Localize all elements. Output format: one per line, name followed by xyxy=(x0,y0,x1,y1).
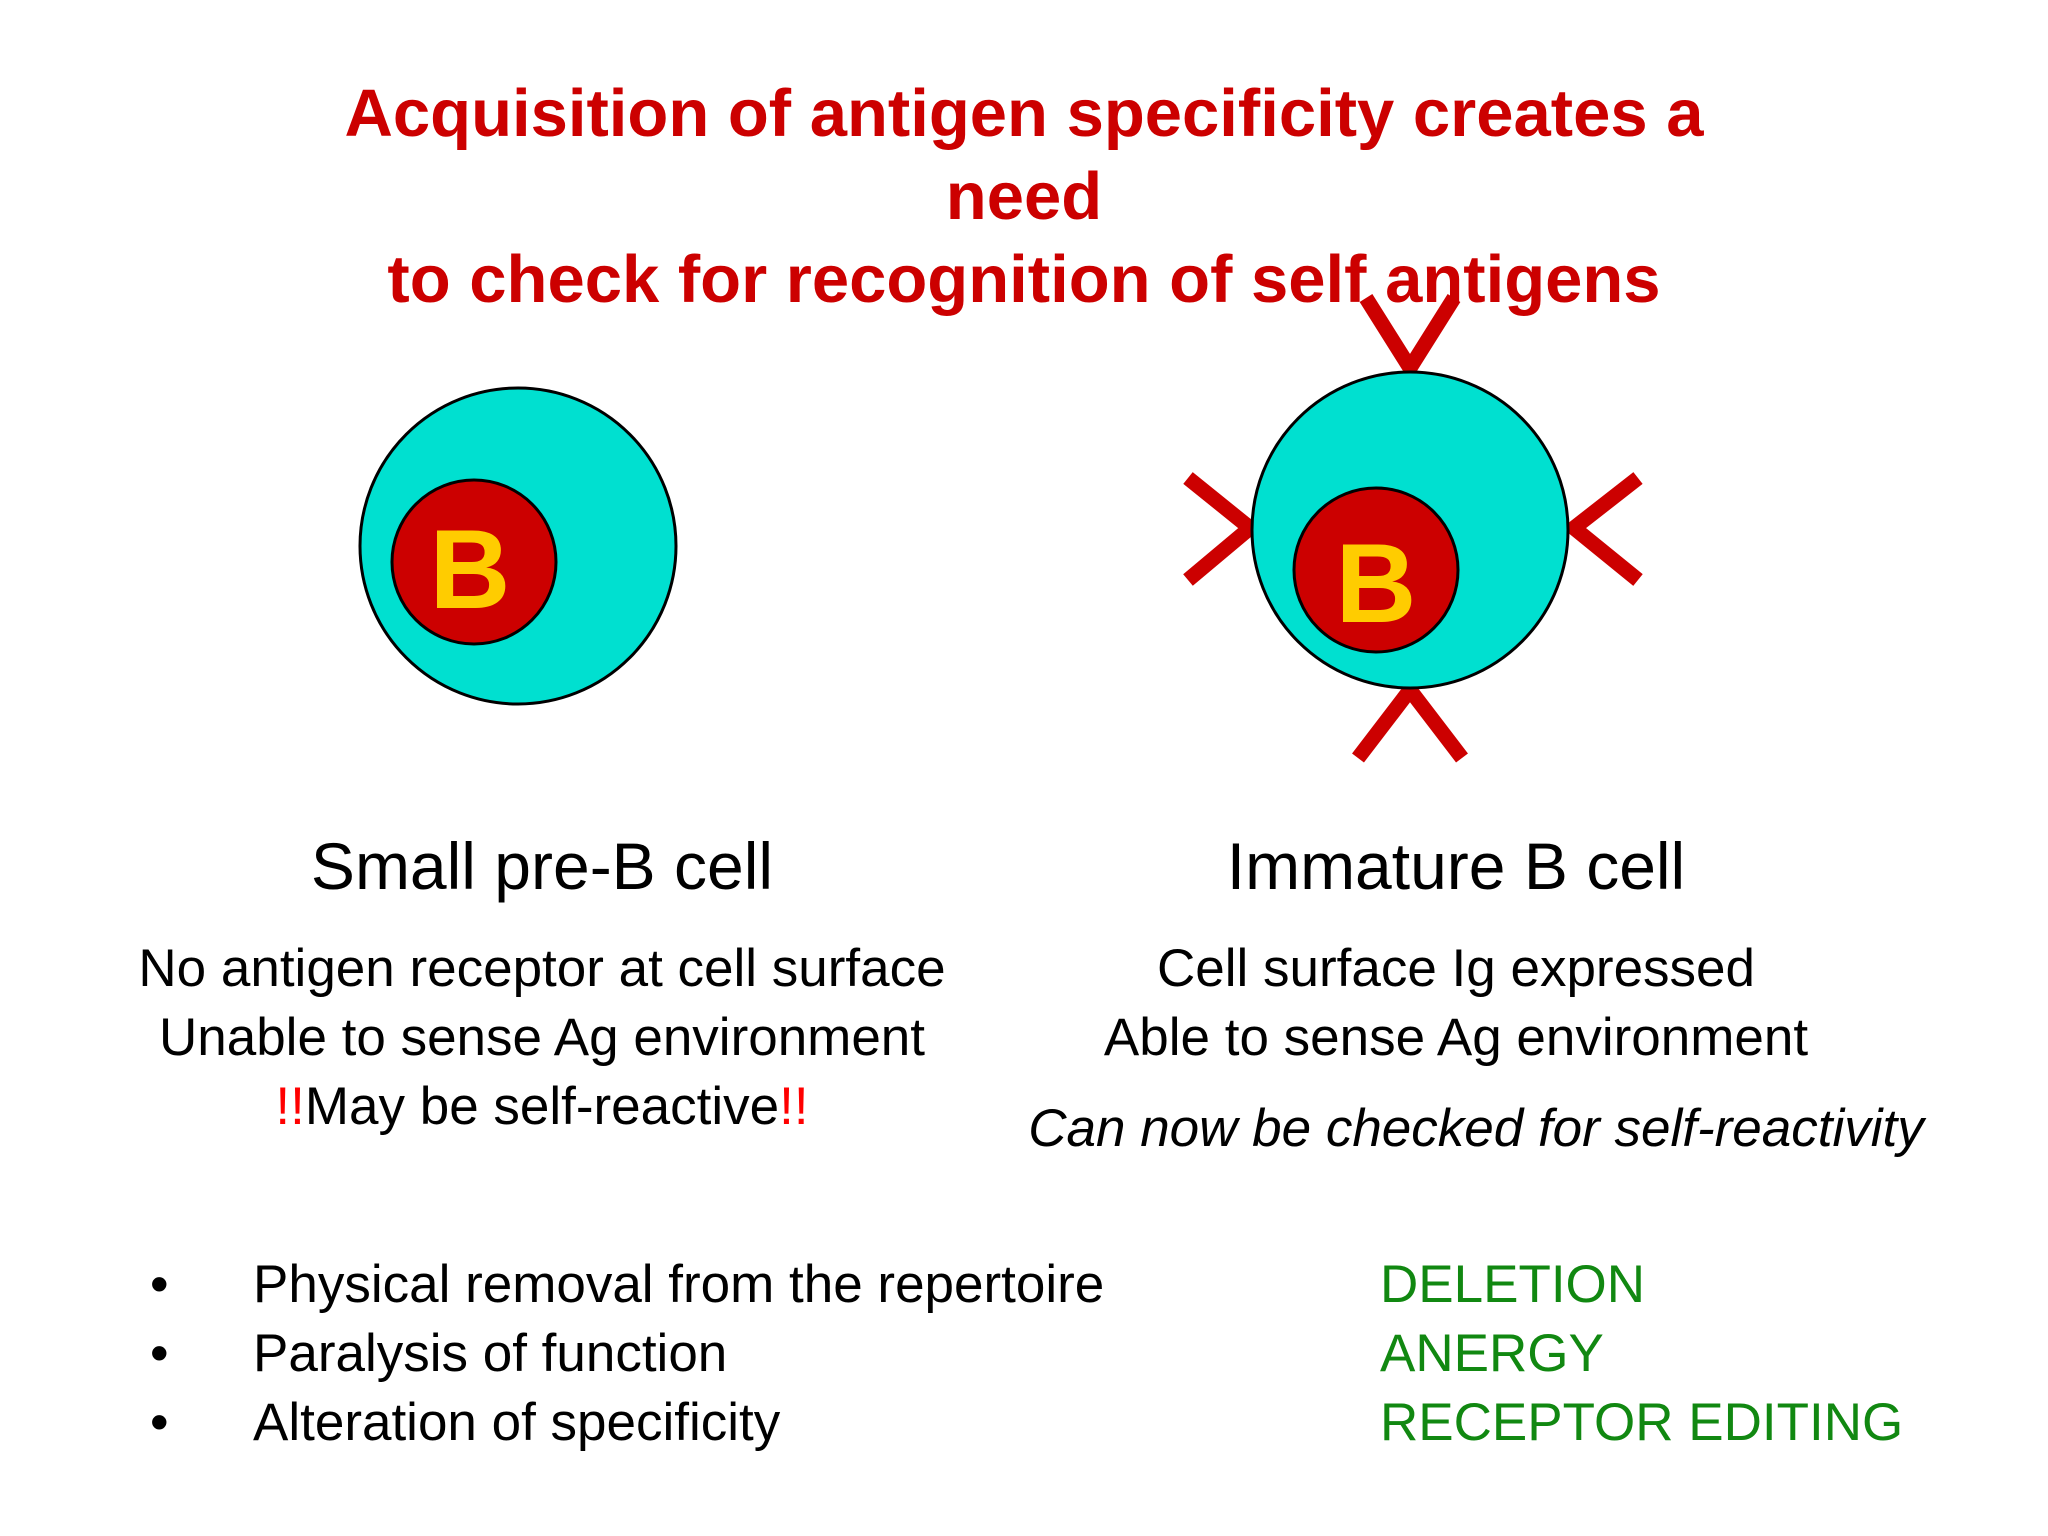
pre-b-heading: Small pre-B cell xyxy=(310,829,774,903)
warning-suffix: !! xyxy=(779,1077,809,1136)
immature-b-cell: B xyxy=(1183,294,1643,763)
pre-b-description: No antigen receptor at cell surface Unab… xyxy=(138,934,945,1141)
mechanism-description: Alteration of specificity xyxy=(253,1393,781,1452)
pre-b-nucleus xyxy=(390,478,558,646)
receptor-bottom-icon xyxy=(1352,677,1468,763)
pre-b-warning: !!May be self-reactive!! xyxy=(138,1072,945,1141)
receptor-left-icon xyxy=(1183,472,1262,586)
pre-b-line-2: Unable to sense Ag environment xyxy=(158,1008,926,1067)
self-reactivity-note: Can now be checked for self-reactivity xyxy=(1028,1099,1924,1158)
pre-b-line-1: No antigen receptor at cell surface xyxy=(138,939,946,998)
pre-b-letter: B xyxy=(430,507,511,632)
immature-b-nucleus xyxy=(1292,486,1460,654)
warning-prefix: !! xyxy=(275,1077,305,1136)
title-line-2: need xyxy=(945,159,1103,234)
bullet-icon: • xyxy=(150,1255,169,1314)
warning-text: May be self-reactive xyxy=(304,1077,780,1136)
receptor-top-icon xyxy=(1359,294,1461,383)
title-line-1: Acquisition of antigen specificity creat… xyxy=(344,76,1704,151)
mechanism-description: Physical removal from the repertoire xyxy=(253,1255,1105,1314)
immature-b-line-1: Cell surface Ig expressed xyxy=(1156,939,1756,998)
mechanism-term: DELETION xyxy=(1380,1255,1646,1314)
immature-b-description: Cell surface Ig expressed Able to sense … xyxy=(1104,934,1808,1072)
receptor-right-icon xyxy=(1561,472,1643,586)
surface-ig-receptors xyxy=(1183,294,1643,763)
immature-b-heading: Immature B cell xyxy=(1226,829,1686,903)
bullet-icon: • xyxy=(150,1324,169,1383)
mechanism-term: RECEPTOR EDITING xyxy=(1380,1393,1904,1452)
pre-b-cell: B xyxy=(358,386,678,706)
immature-b-letter: B xyxy=(1336,521,1417,646)
immature-b-line-2: Able to sense Ag environment xyxy=(1103,1008,1809,1067)
mechanism-term: ANERGY xyxy=(1380,1324,1604,1383)
mechanism-description: Paralysis of function xyxy=(253,1324,728,1383)
bullet-icon: • xyxy=(150,1393,169,1452)
